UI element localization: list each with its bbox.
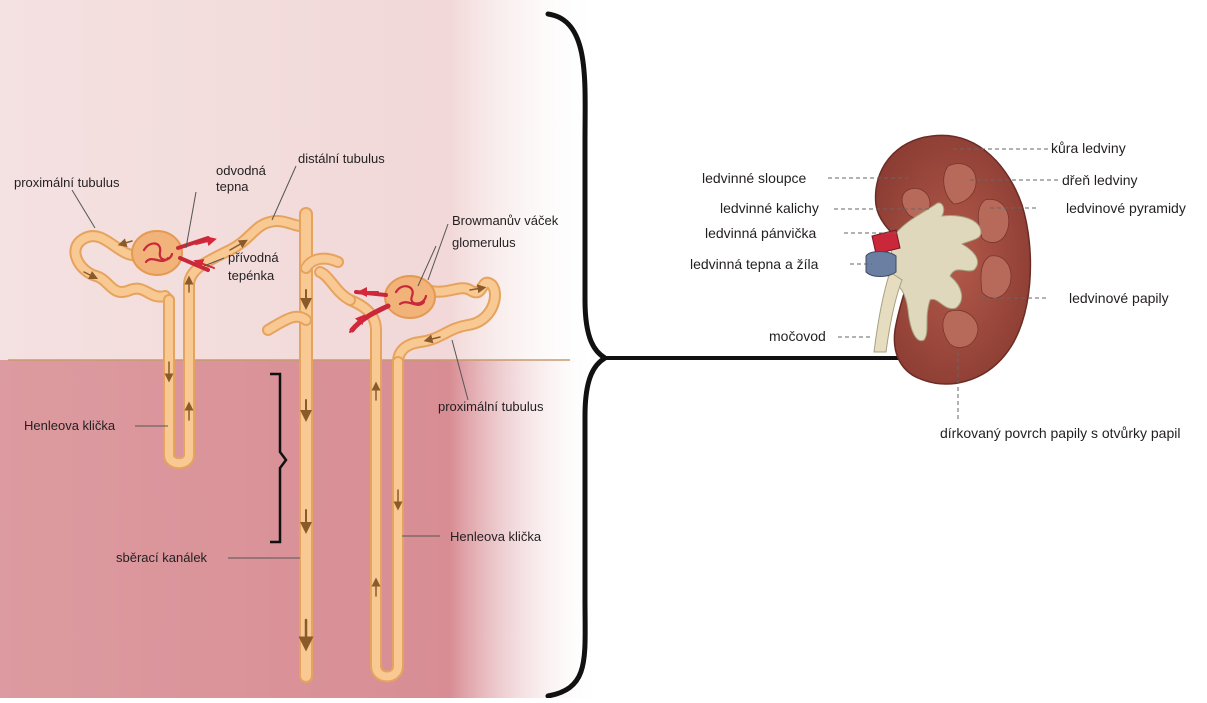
- label-efferent-arteriole-1: odvodná: [216, 163, 267, 178]
- bowman-capsule-right: [385, 276, 435, 318]
- renal-vein: [866, 252, 896, 277]
- label-afferent-arteriole-1: přívodná: [228, 250, 279, 265]
- label-collecting-duct: sběrací kanálek: [116, 550, 208, 565]
- label-afferent-arteriole-2: tepénka: [228, 268, 275, 283]
- label-distal-tubule: distální tubulus: [298, 151, 385, 166]
- label-bowman-capsule: Browmanův váček: [452, 213, 559, 228]
- label-loop-of-henle-left: Henleova klička: [24, 418, 116, 433]
- label-proximal-tubule-left: proximální tubulus: [14, 175, 120, 190]
- label-cortex: kůra ledviny: [1051, 140, 1126, 156]
- label-glomerulus: glomerulus: [452, 235, 516, 250]
- label-pyramids: ledvinové pyramidy: [1066, 200, 1186, 216]
- label-calyces: ledvinné kalichy: [720, 200, 819, 216]
- kidney-cross-section: [866, 135, 1030, 384]
- bowman-capsule-left: [132, 231, 182, 275]
- label-efferent-arteriole-2: tepna: [216, 179, 249, 194]
- label-renal-columns: ledvinné sloupce: [702, 170, 807, 186]
- label-ureter: močovod: [769, 328, 826, 344]
- label-artery-vein: ledvinná tepna a žíla: [690, 256, 819, 272]
- label-papillae: ledvinové papily: [1069, 290, 1169, 306]
- label-papilla-surface: dírkovaný povrch papily s otvůrky papil: [940, 425, 1180, 441]
- label-pelvis: ledvinná pánvička: [705, 225, 817, 241]
- label-medulla: dřeň ledviny: [1062, 172, 1138, 188]
- label-loop-of-henle-right: Henleova klička: [450, 529, 542, 544]
- label-proximal-tubule-right: proximální tubulus: [438, 399, 544, 414]
